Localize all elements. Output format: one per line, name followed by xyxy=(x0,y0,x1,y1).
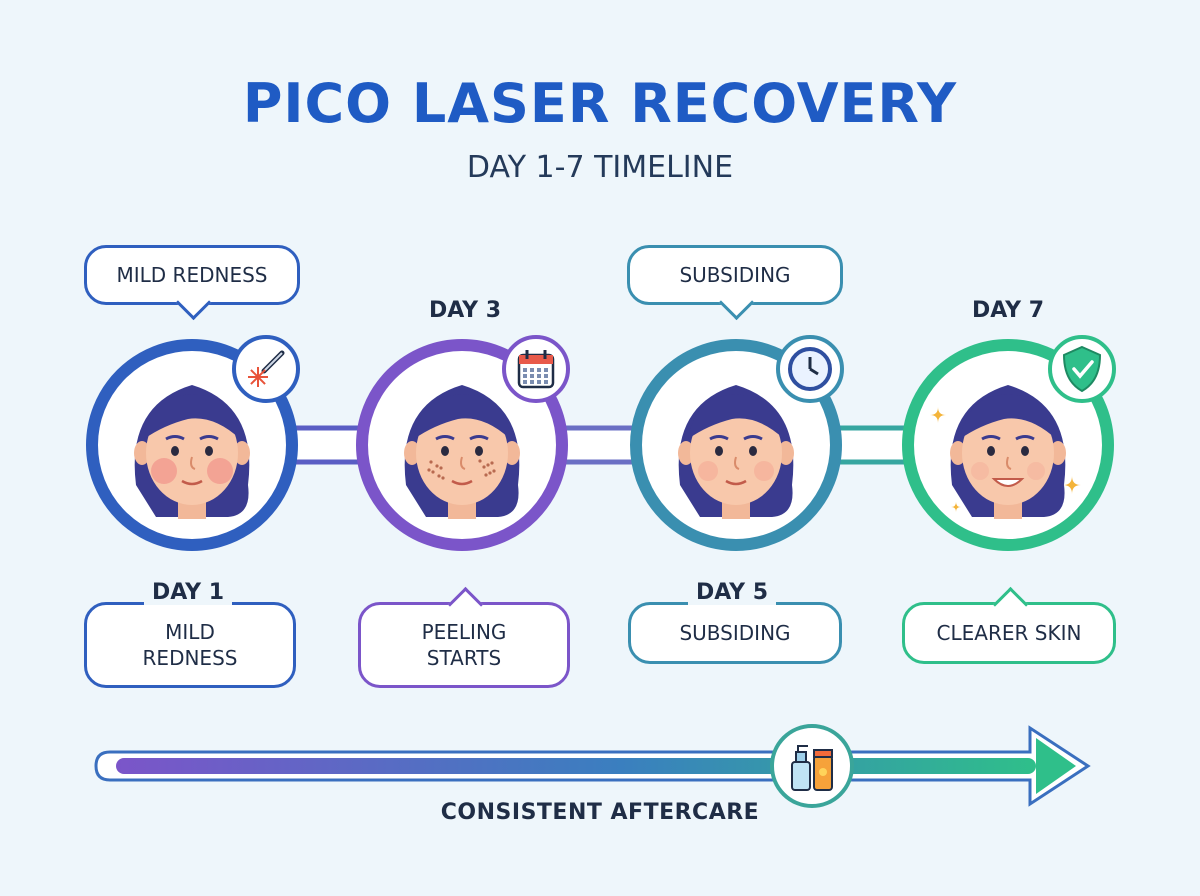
stage-4-day-label: DAY 7 xyxy=(971,298,1045,323)
stage-4-bottom-line-1: CLEARER SKIN xyxy=(936,621,1082,645)
page-subtitle: DAY 1-7 TIMELINE xyxy=(466,150,734,185)
stage-3-day-label: DAY 5 xyxy=(688,580,777,605)
stage-4-bottom-box: CLEARER SKIN xyxy=(902,586,1116,664)
stage-3-top-label: SUBSIDING xyxy=(679,263,791,287)
stage-2-circle xyxy=(356,335,570,551)
stage-2-bottom-box: PEELING STARTS xyxy=(358,586,570,688)
face-illustration xyxy=(404,385,520,519)
stage-2-day-label: DAY 3 xyxy=(428,298,502,323)
stage-3-bottom-box: SUBSIDING xyxy=(628,602,842,664)
skincare-products-icon xyxy=(770,724,854,808)
stage-1-top-label: MILD REDNESS xyxy=(116,263,268,287)
face-illustration xyxy=(678,385,794,519)
face-illustration xyxy=(134,385,250,519)
stage-3-bottom-line-1: SUBSIDING xyxy=(679,621,791,645)
clock-icon xyxy=(776,335,844,403)
stage-1-bottom-line-2: REDNESS xyxy=(142,646,238,670)
calendar-icon xyxy=(502,335,570,403)
sparkle-icon xyxy=(1063,476,1081,494)
laser-icon xyxy=(232,335,300,403)
shield-check-icon xyxy=(1048,335,1116,403)
aftercare-arrow xyxy=(94,725,1091,807)
stage-1-bottom-box: MILD REDNESS xyxy=(84,602,296,688)
sparkle-icon xyxy=(930,407,946,423)
stage-2-bottom-line-2: STARTS xyxy=(426,646,502,670)
face-illustration xyxy=(930,385,1081,519)
stage-1-day-label: DAY 1 xyxy=(144,580,233,605)
stage-3-circle xyxy=(630,335,844,551)
stage-1-top-bubble: MILD REDNESS xyxy=(84,245,300,321)
page-title: PICO LASER RECOVERY xyxy=(242,72,958,135)
stage-3-top-bubble: SUBSIDING xyxy=(627,245,843,321)
stage-4-circle xyxy=(902,335,1116,551)
stage-1-circle xyxy=(86,335,300,551)
stage-2-bottom-line-1: PEELING xyxy=(421,620,507,644)
stage-1-bottom-line-1: MILD xyxy=(165,620,215,644)
aftercare-label: CONSISTENT AFTERCARE xyxy=(440,800,760,825)
sparkle-icon xyxy=(951,502,961,512)
timeline-connectors xyxy=(285,425,910,465)
